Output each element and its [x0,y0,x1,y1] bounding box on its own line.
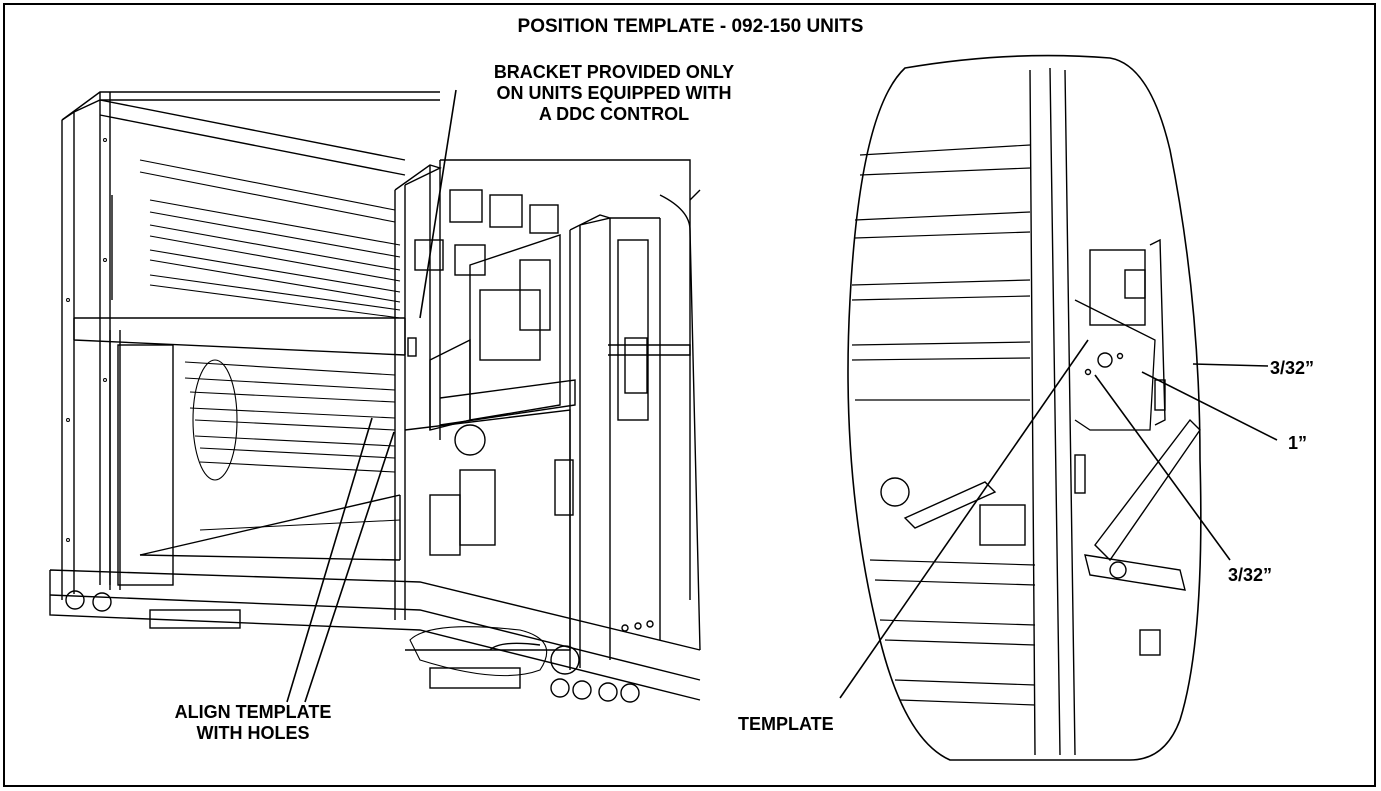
align-callout-line-2: WITH HOLES [196,723,310,743]
bracket-callout-line-3: A DDC CONTROL [538,104,690,124]
template-callout: TEMPLATE [738,714,834,734]
detail-view-drawing [847,54,1202,761]
bracket-callout: BRACKET PROVIDED ONLY ON UNITS EQUIPPED … [404,62,824,125]
hole-dimension-top: 3/32” [1270,358,1315,378]
bracket-callout-line-2: ON UNITS EQUIPPED WITH [496,83,732,103]
align-callout-line-1: ALIGN TEMPLATE [174,702,332,722]
figure-border [3,3,1376,787]
hole-dimension-center: 1” [1288,433,1308,453]
hole-dimension-bottom: 3/32” [1228,565,1273,585]
align-template-callout: ALIGN TEMPLATE WITH HOLES [118,702,388,744]
leader-lines [286,89,1278,703]
figure-title: POSITION TEMPLATE - 092-150 UNITS [517,16,864,37]
bracket-callout-line-1: BRACKET PROVIDED ONLY [493,62,735,82]
unit-cabinet-drawing [49,91,701,703]
